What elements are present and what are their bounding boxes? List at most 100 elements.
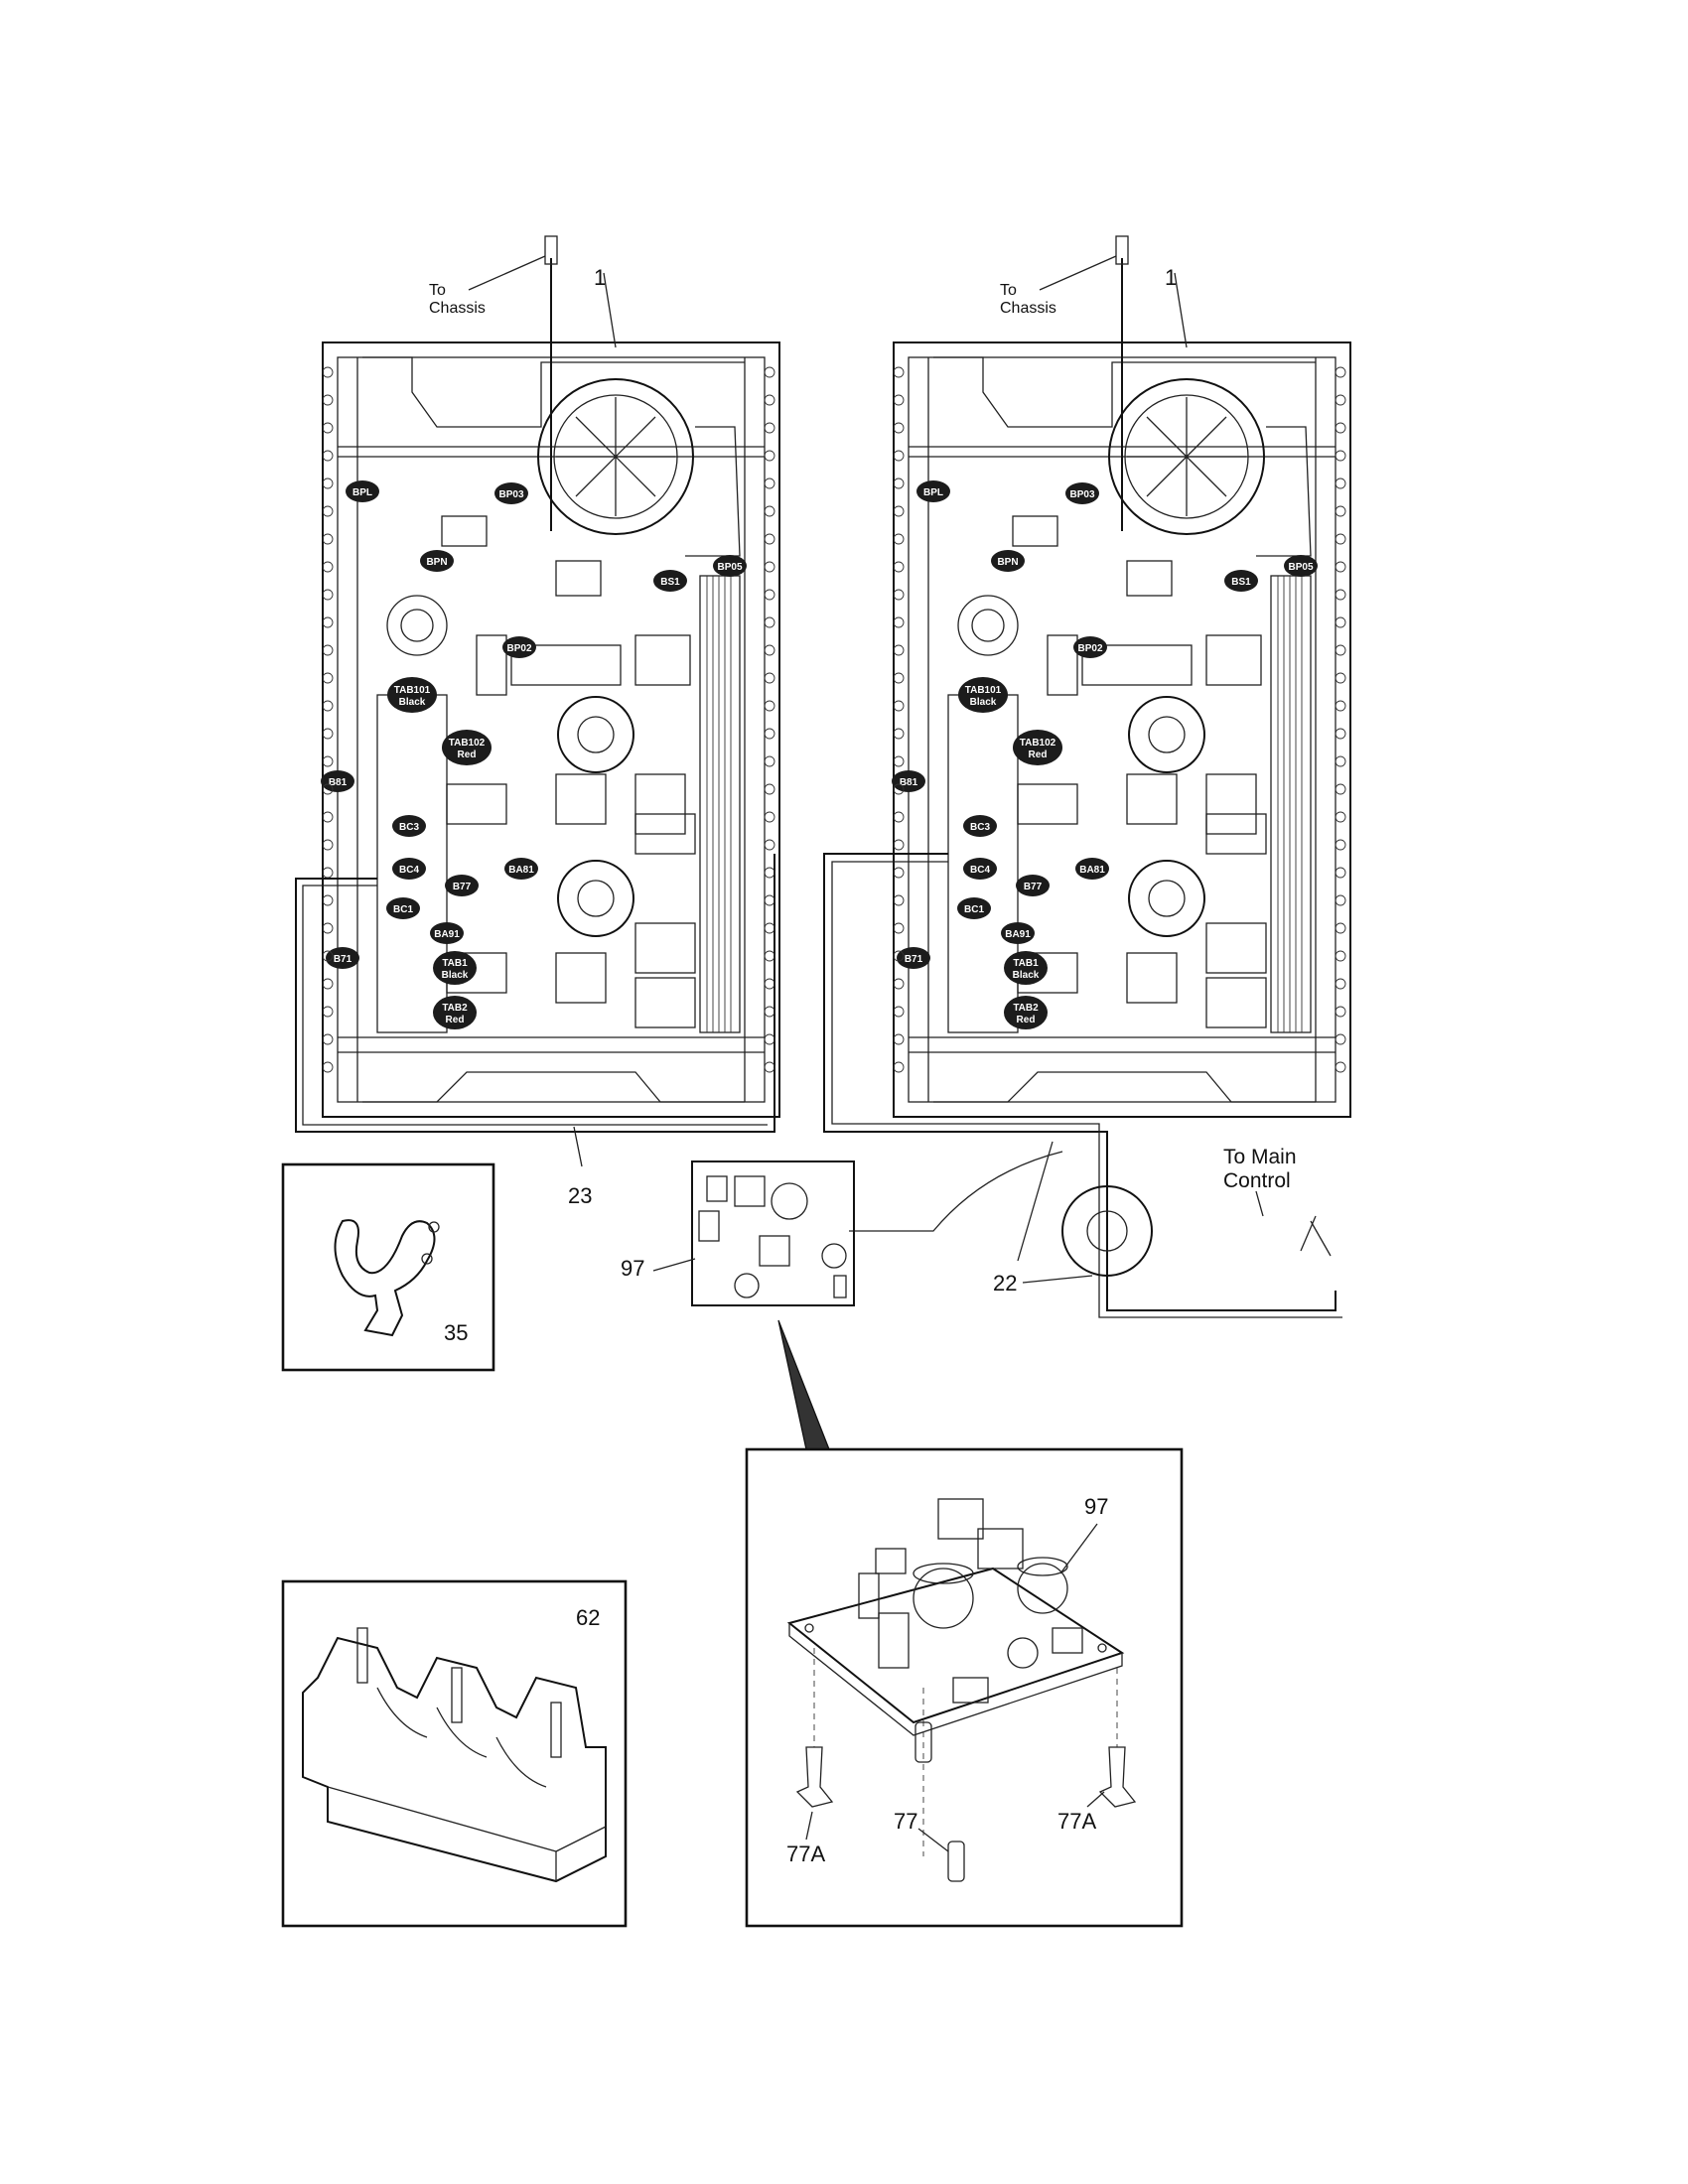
mounting-hole [893, 450, 905, 462]
mounting-hole [1335, 1061, 1346, 1073]
mounting-hole [893, 394, 905, 406]
mounting-hole [764, 978, 775, 990]
svg-text:BS1: BS1 [660, 577, 680, 588]
mounting-hole [322, 450, 334, 462]
mounting-hole [1335, 839, 1346, 851]
mounting-hole [322, 755, 334, 767]
board-labels-right: BPL BP03 BPN BP05 BS1 BP02 TAB101 Black … [892, 480, 1318, 1029]
part-35-panel: 35 [281, 1162, 495, 1372]
mounting-hole [322, 394, 334, 406]
mounting-hole [322, 478, 334, 489]
callout-to-chassis-left: To Chassis [429, 282, 486, 317]
mounting-hole [1335, 755, 1346, 767]
svg-text:Red: Red [1029, 750, 1048, 760]
svg-text:TAB2: TAB2 [1013, 1003, 1039, 1014]
mounting-hole [322, 561, 334, 573]
svg-text:B81: B81 [329, 777, 348, 788]
mounting-hole [764, 728, 775, 740]
svg-text:BC1: BC1 [964, 904, 984, 915]
svg-text:To Main: To Main [1223, 1146, 1297, 1168]
svg-text:TAB1: TAB1 [1013, 958, 1039, 969]
mounting-hole [322, 422, 334, 434]
svg-text:Black: Black [399, 697, 426, 708]
mounting-hole [893, 616, 905, 628]
mounting-hole [893, 672, 905, 684]
svg-text:BA91: BA91 [434, 929, 460, 940]
part-62-panel: 62 [281, 1579, 628, 1928]
svg-text:B71: B71 [905, 954, 923, 965]
mounting-hole [893, 783, 905, 795]
mounting-hole [764, 755, 775, 767]
svg-text:BPL: BPL [923, 487, 943, 498]
mounting-hole [1335, 533, 1346, 545]
callout-part-1-left: 1 [594, 265, 606, 290]
induction-board-left [295, 235, 780, 1167]
mounting-hole [322, 616, 334, 628]
mounting-hole [764, 950, 775, 962]
mounting-hole [893, 811, 905, 823]
mounting-hole [893, 1061, 905, 1073]
svg-text:BPL: BPL [352, 487, 372, 498]
svg-text:BP02: BP02 [1077, 643, 1102, 654]
mounting-hole [322, 922, 334, 934]
mounting-hole [322, 839, 334, 851]
mounting-hole [1335, 616, 1346, 628]
callout-part-97-detail: 97 [1084, 1494, 1108, 1519]
svg-text:Chassis: Chassis [1000, 300, 1056, 317]
svg-text:BPN: BPN [997, 557, 1018, 568]
callout-to-main-control: To Main Control [1223, 1146, 1297, 1192]
mounting-hole [893, 894, 905, 906]
mounting-hole [764, 811, 775, 823]
mounting-hole [1335, 867, 1346, 879]
svg-text:TAB2: TAB2 [442, 1003, 468, 1014]
board-labels-left: BPL BP03 BPN BP05 BS1 BP02 TAB101 Black … [321, 480, 747, 1029]
mounting-hole [893, 950, 905, 962]
mounting-hole [764, 894, 775, 906]
svg-text:BP05: BP05 [1288, 562, 1313, 573]
control-module-97 [691, 1160, 855, 1306]
svg-text:TAB102: TAB102 [449, 738, 486, 749]
mounting-hole [764, 478, 775, 489]
mounting-hole [764, 422, 775, 434]
callout-part-97: 97 [621, 1256, 644, 1281]
callout-part-22: 22 [993, 1271, 1017, 1296]
mounting-hole [1335, 728, 1346, 740]
mounting-hole [1335, 505, 1346, 517]
mounting-hole [1335, 478, 1346, 489]
mounting-hole [764, 700, 775, 712]
mounting-hole [1335, 700, 1346, 712]
callout-part-62: 62 [576, 1605, 600, 1630]
mounting-hole [764, 589, 775, 601]
mounting-hole [764, 1006, 775, 1018]
svg-text:Red: Red [446, 1015, 465, 1025]
mounting-hole [1335, 978, 1346, 990]
svg-text:B77: B77 [1024, 882, 1043, 892]
mounting-hole [1335, 589, 1346, 601]
mounting-hole [322, 950, 334, 962]
svg-text:Control: Control [1223, 1169, 1291, 1192]
mounting-hole [893, 366, 905, 378]
mounting-hole [893, 922, 905, 934]
svg-text:TAB1: TAB1 [442, 958, 468, 969]
mounting-hole [322, 811, 334, 823]
mounting-hole [764, 867, 775, 879]
mounting-hole [322, 589, 334, 601]
mounting-hole [322, 533, 334, 545]
mounting-hole [893, 561, 905, 573]
svg-text:BA81: BA81 [508, 865, 534, 876]
mounting-hole [322, 783, 334, 795]
svg-text:BA91: BA91 [1005, 929, 1031, 940]
mounting-hole [893, 1006, 905, 1018]
mounting-hole [764, 505, 775, 517]
mounting-hole [1335, 950, 1346, 962]
svg-text:B71: B71 [334, 954, 352, 965]
mounting-hole [764, 644, 775, 656]
mounting-hole [764, 450, 775, 462]
mounting-hole [893, 978, 905, 990]
svg-text:BP05: BP05 [717, 562, 742, 573]
svg-text:Red: Red [458, 750, 477, 760]
mounting-hole [764, 1033, 775, 1045]
mounting-hole [764, 922, 775, 934]
